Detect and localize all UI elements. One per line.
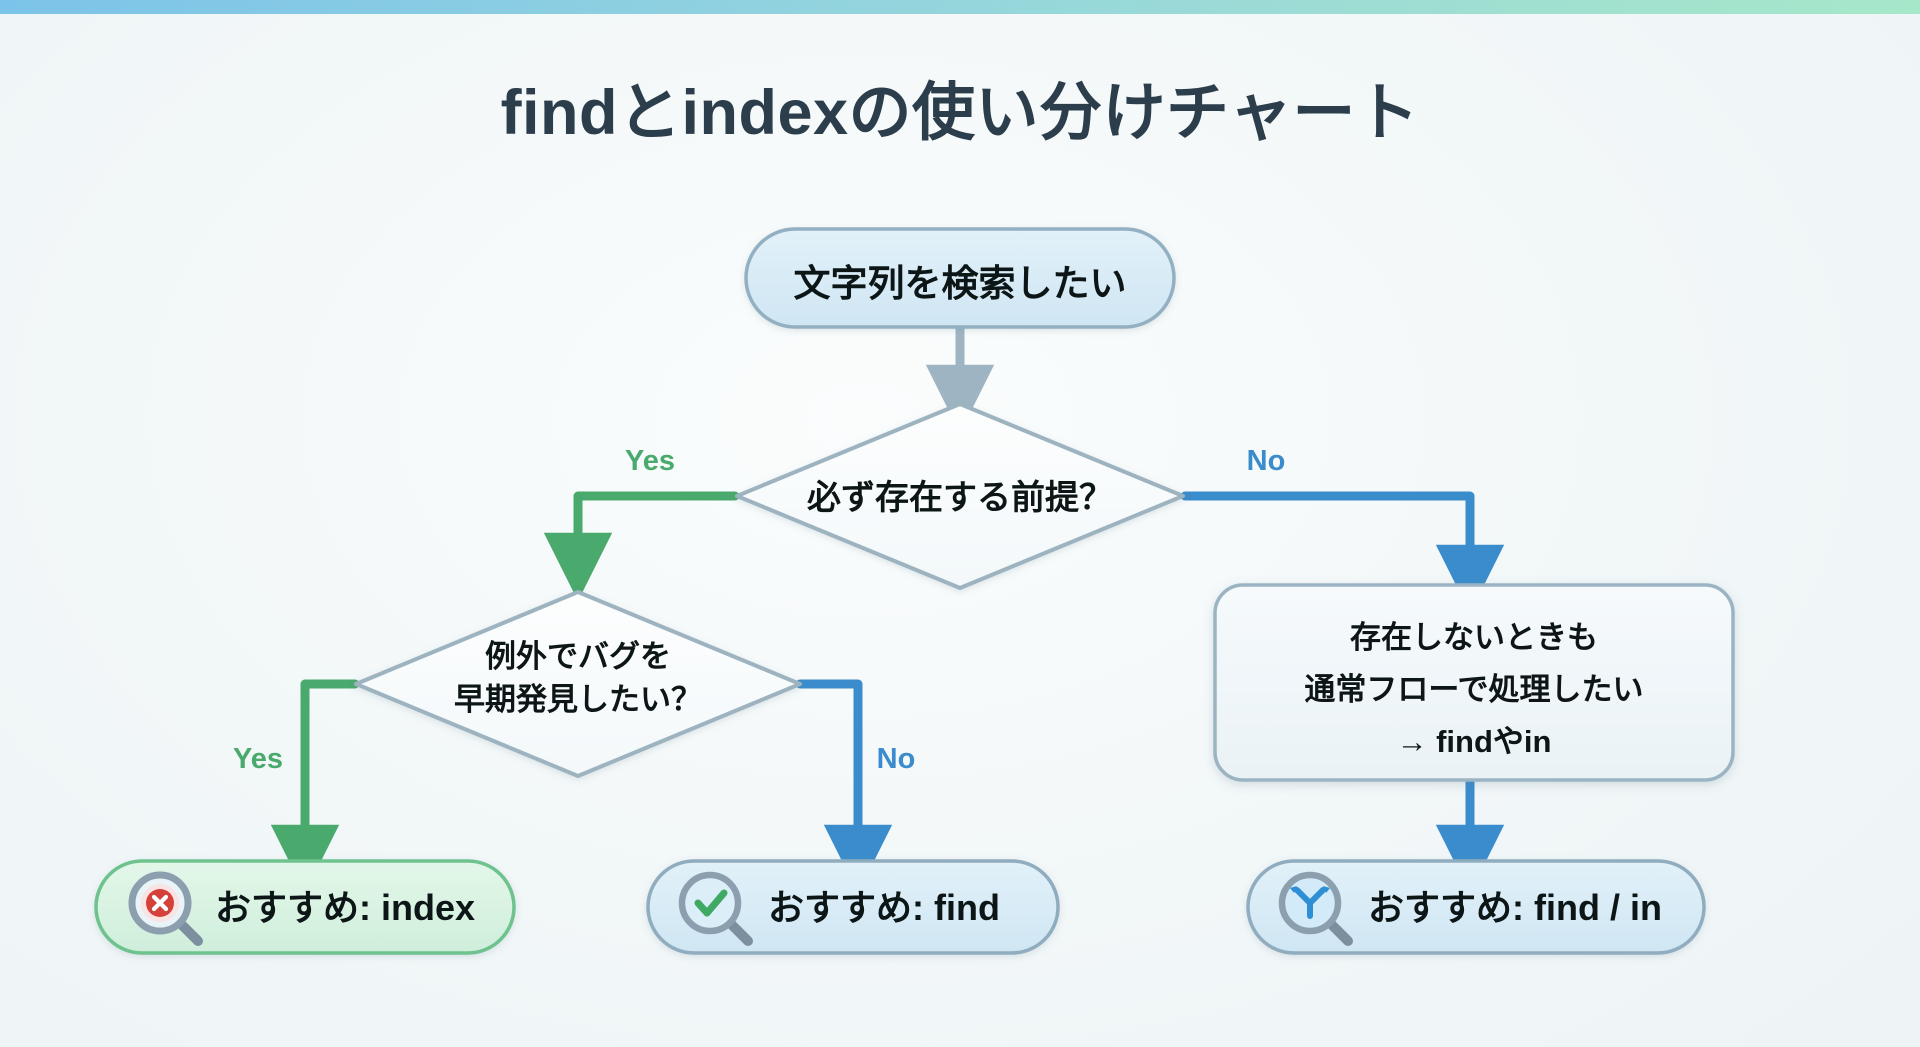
node-decision2-label-line1: 例外でバグを bbox=[485, 639, 671, 674]
node-result-index-shape bbox=[94, 859, 516, 955]
edge-decision2-no bbox=[795, 679, 893, 894]
node-result-find-shape bbox=[646, 859, 1060, 955]
edge-label-decision1-yes: Yes bbox=[625, 445, 675, 477]
node-decision2[interactable]: 例外でバグを 早期発見したい？ bbox=[354, 590, 802, 778]
node-decision1-label: 必ず存在する前提？ bbox=[807, 479, 1113, 517]
node-decision1-shape bbox=[735, 402, 1185, 590]
node-start[interactable]: 文字列を検索したい bbox=[744, 227, 1176, 329]
node-decision1[interactable]: 必ず存在する前提？ bbox=[735, 402, 1185, 590]
node-result-find-in[interactable]: おすすめ: find / in bbox=[1246, 859, 1706, 955]
edge-decision2-yes bbox=[270, 679, 360, 894]
node-process-right-line2: 通常フローで処理したい bbox=[1304, 672, 1643, 707]
page-title: findとindexの使い分けチャート bbox=[500, 78, 1420, 148]
magnifier-branch-icon bbox=[1278, 871, 1353, 946]
node-process-right-line3: → findやin bbox=[1397, 724, 1552, 759]
edge-label-decision1-no: No bbox=[1247, 445, 1286, 477]
node-result-index-label: おすすめ: index bbox=[215, 887, 475, 928]
node-result-find-in-label: おすすめ: find / in bbox=[1368, 887, 1662, 928]
edge-label-decision2-yes: Yes bbox=[233, 743, 283, 775]
node-decision2-shape bbox=[354, 590, 802, 778]
node-start-label: 文字列を検索したい bbox=[794, 263, 1127, 304]
magnifier-check-icon bbox=[678, 871, 753, 946]
edge-decision1-no bbox=[1180, 491, 1505, 614]
magnifier-error-icon bbox=[128, 871, 203, 946]
edge-decision1-yes bbox=[543, 491, 740, 602]
node-process-right-line1: 存在しないときも bbox=[1350, 620, 1598, 655]
node-process-right[interactable]: 存在しないときも 通常フローで処理したい → findやin bbox=[1213, 583, 1735, 782]
top-gradient-bar-rect bbox=[0, 0, 1920, 14]
edge-label-decision2-no: No bbox=[877, 743, 916, 775]
node-start-shape bbox=[744, 227, 1176, 329]
node-result-find-label: おすすめ: find bbox=[768, 887, 1000, 928]
node-result-find-in-shape bbox=[1246, 859, 1706, 955]
node-decision2-label-line2: 早期発見したい？ bbox=[454, 682, 702, 717]
node-result-find[interactable]: おすすめ: find bbox=[646, 859, 1060, 955]
node-result-index[interactable]: おすすめ: index bbox=[94, 859, 516, 955]
node-process-right-shape bbox=[1213, 583, 1735, 782]
